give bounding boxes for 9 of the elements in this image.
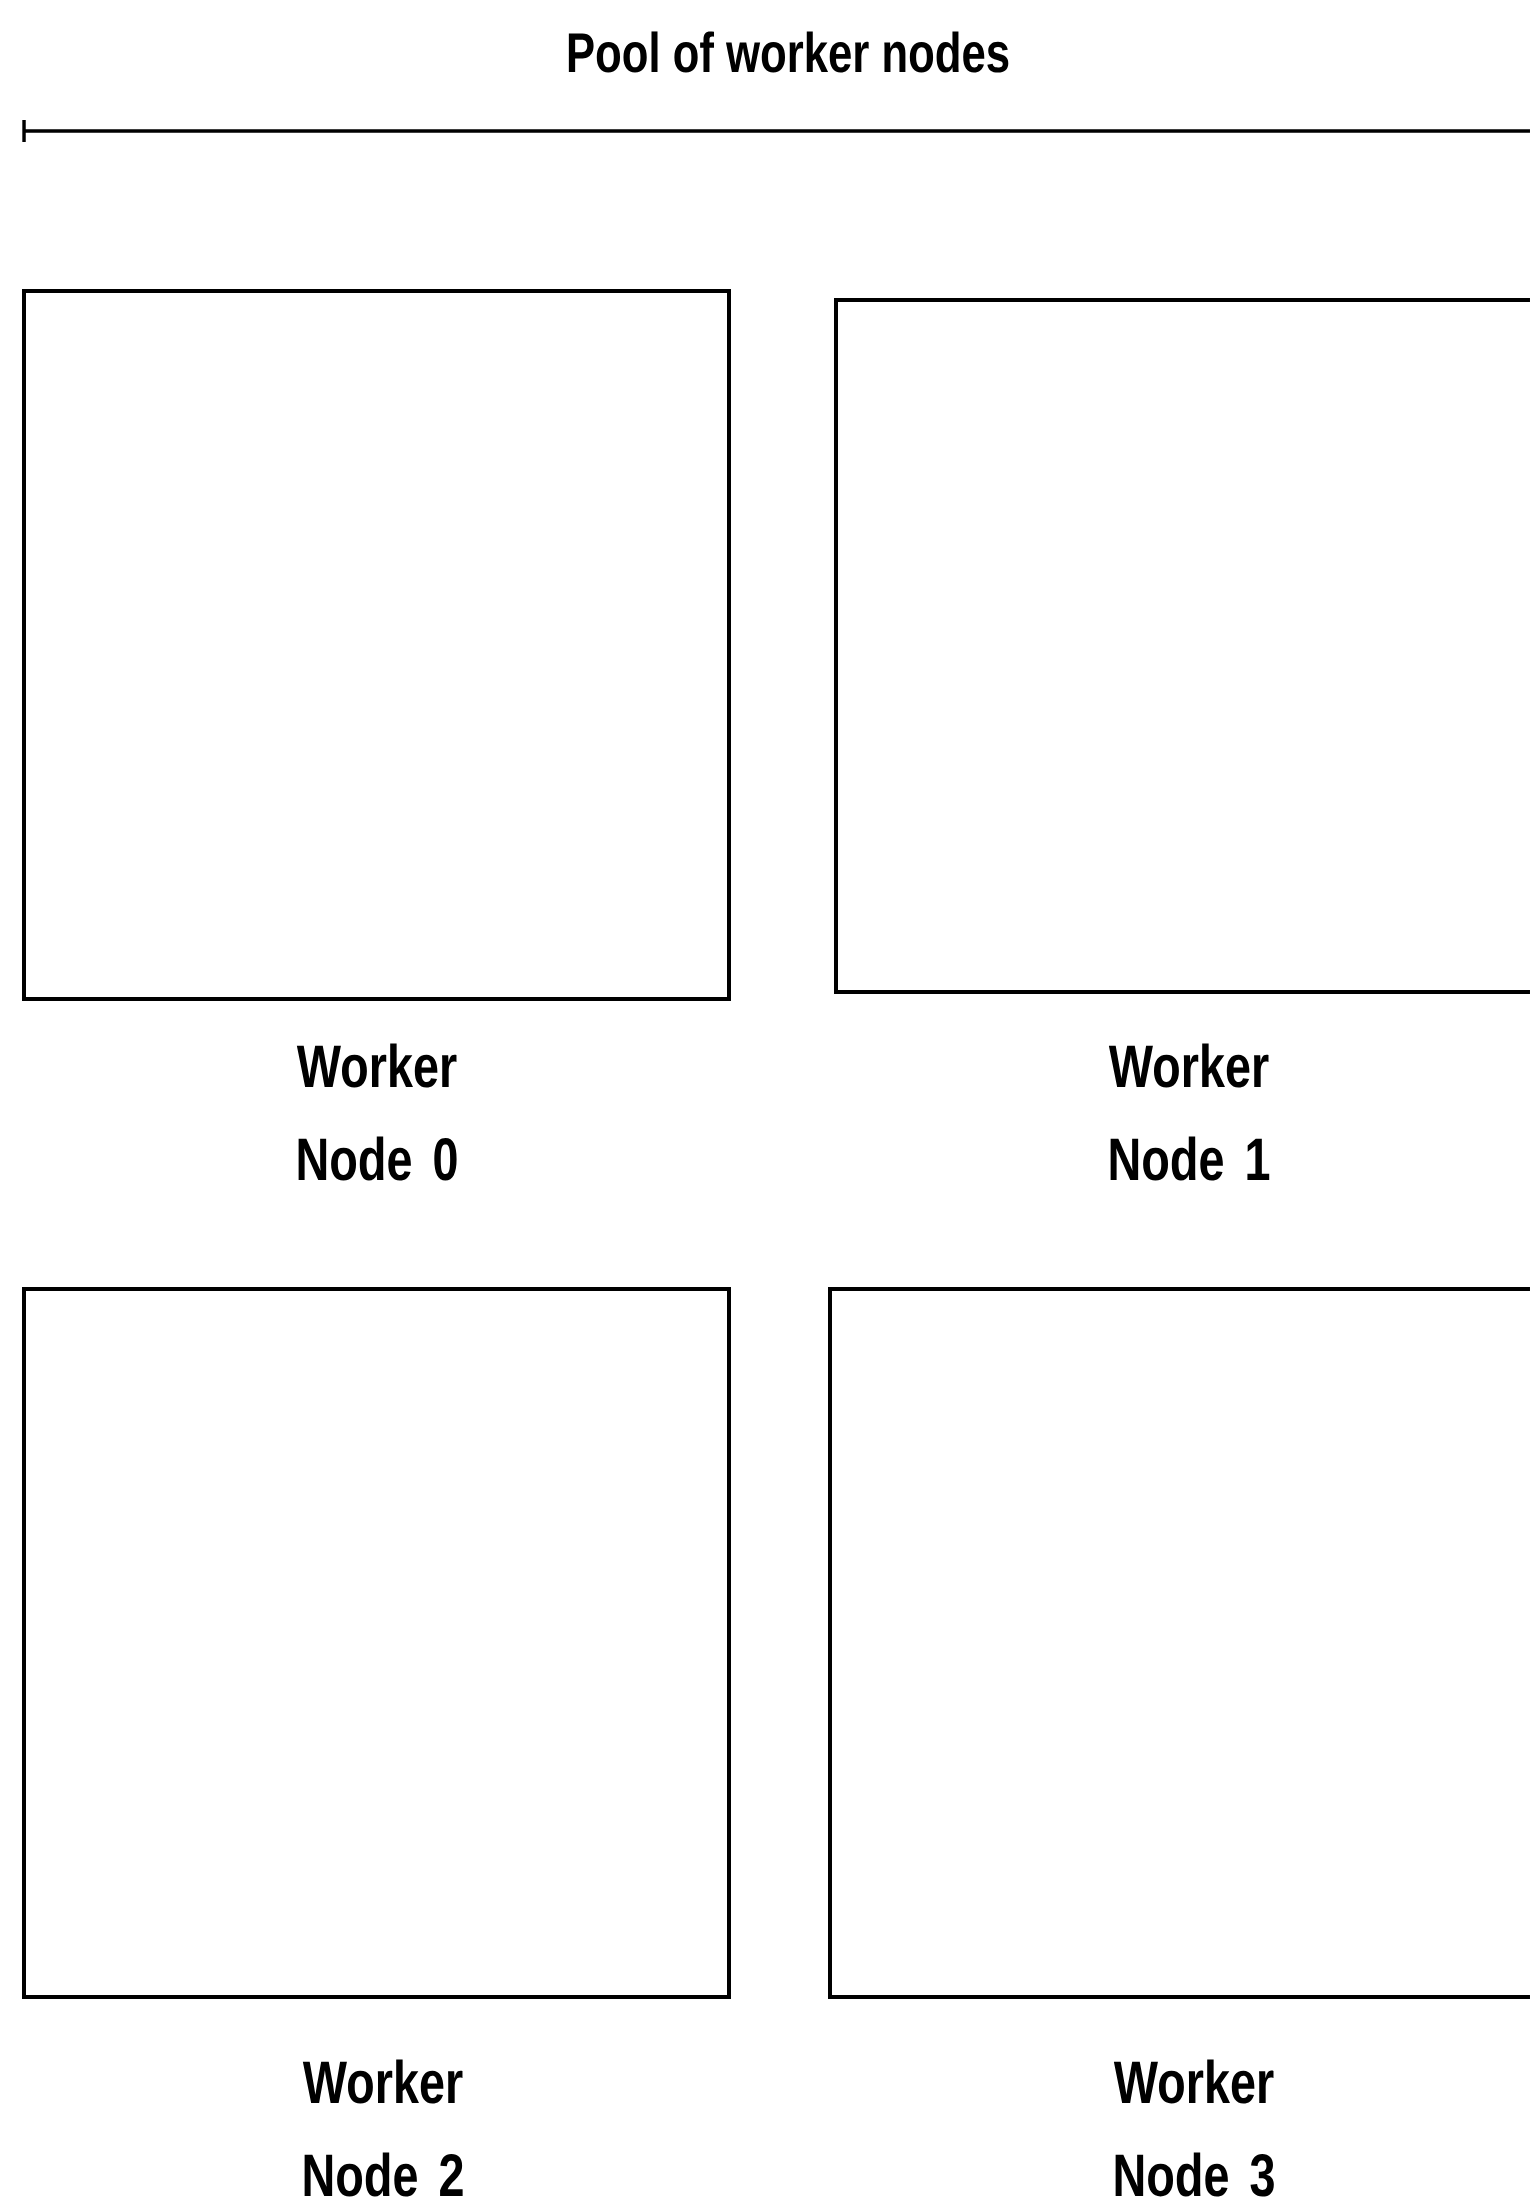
node-label: Worker Node 3 — [1113, 2059, 1274, 2197]
worker-box — [834, 298, 1530, 994]
worker-box — [828, 1287, 1530, 1999]
node-label: Worker Node 1 — [1108, 1043, 1270, 1181]
node-label: Worker Node 0 — [296, 1043, 457, 1181]
worker-box — [22, 289, 731, 1001]
worker-box — [22, 1287, 731, 1999]
title: Pool of worker nodes — [568, 31, 1009, 73]
node-label: Worker Node 2 — [302, 2059, 463, 2197]
